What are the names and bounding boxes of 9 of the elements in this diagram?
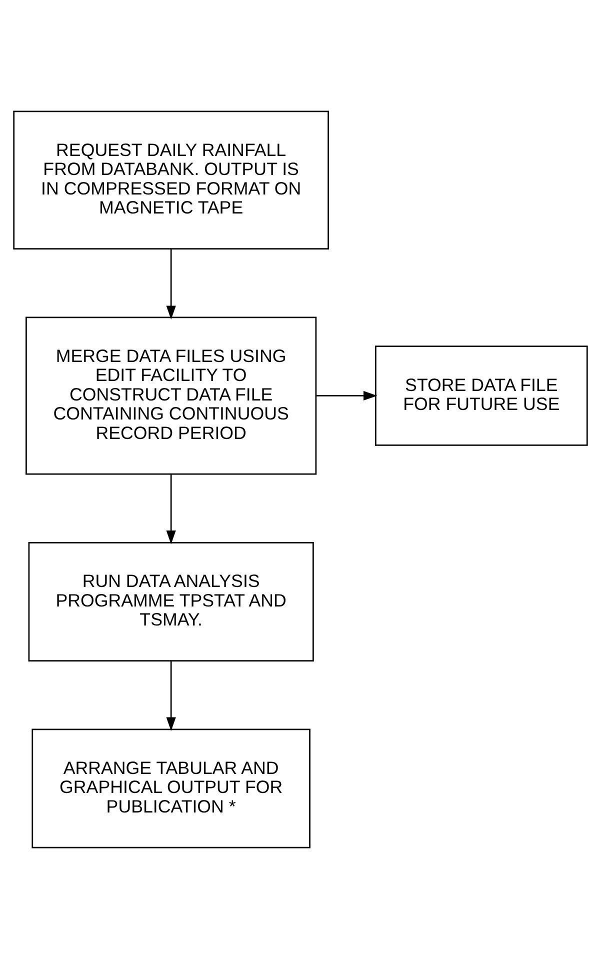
arrow	[316, 390, 378, 400]
node-box: STORE DATA FILE FOR FUTURE USE	[375, 345, 588, 446]
arrow	[166, 474, 176, 544]
node-box: ARRANGE TABULAR AND GRAPHICAL OUTPUT FOR PUBLICATION *	[32, 728, 310, 848]
arrow	[166, 248, 176, 320]
node-box: MERGE DATA FILES USING EDIT FACILITY TO CONSTRUCT DATA FILE CONTAINING CONTINUOUS RECORD PERIOD	[26, 316, 317, 474]
arrow	[166, 660, 176, 731]
node-box: RUN DATA ANALYSIS PROGRAMME TPSTAT AND TSMAY.	[28, 541, 314, 661]
node-box: REQUEST DAILY RAINFALL FROM DATABANK. OUTPUT IS IN COMPRESSED FORMAT ON MAGNETIC TAPE	[13, 110, 329, 249]
